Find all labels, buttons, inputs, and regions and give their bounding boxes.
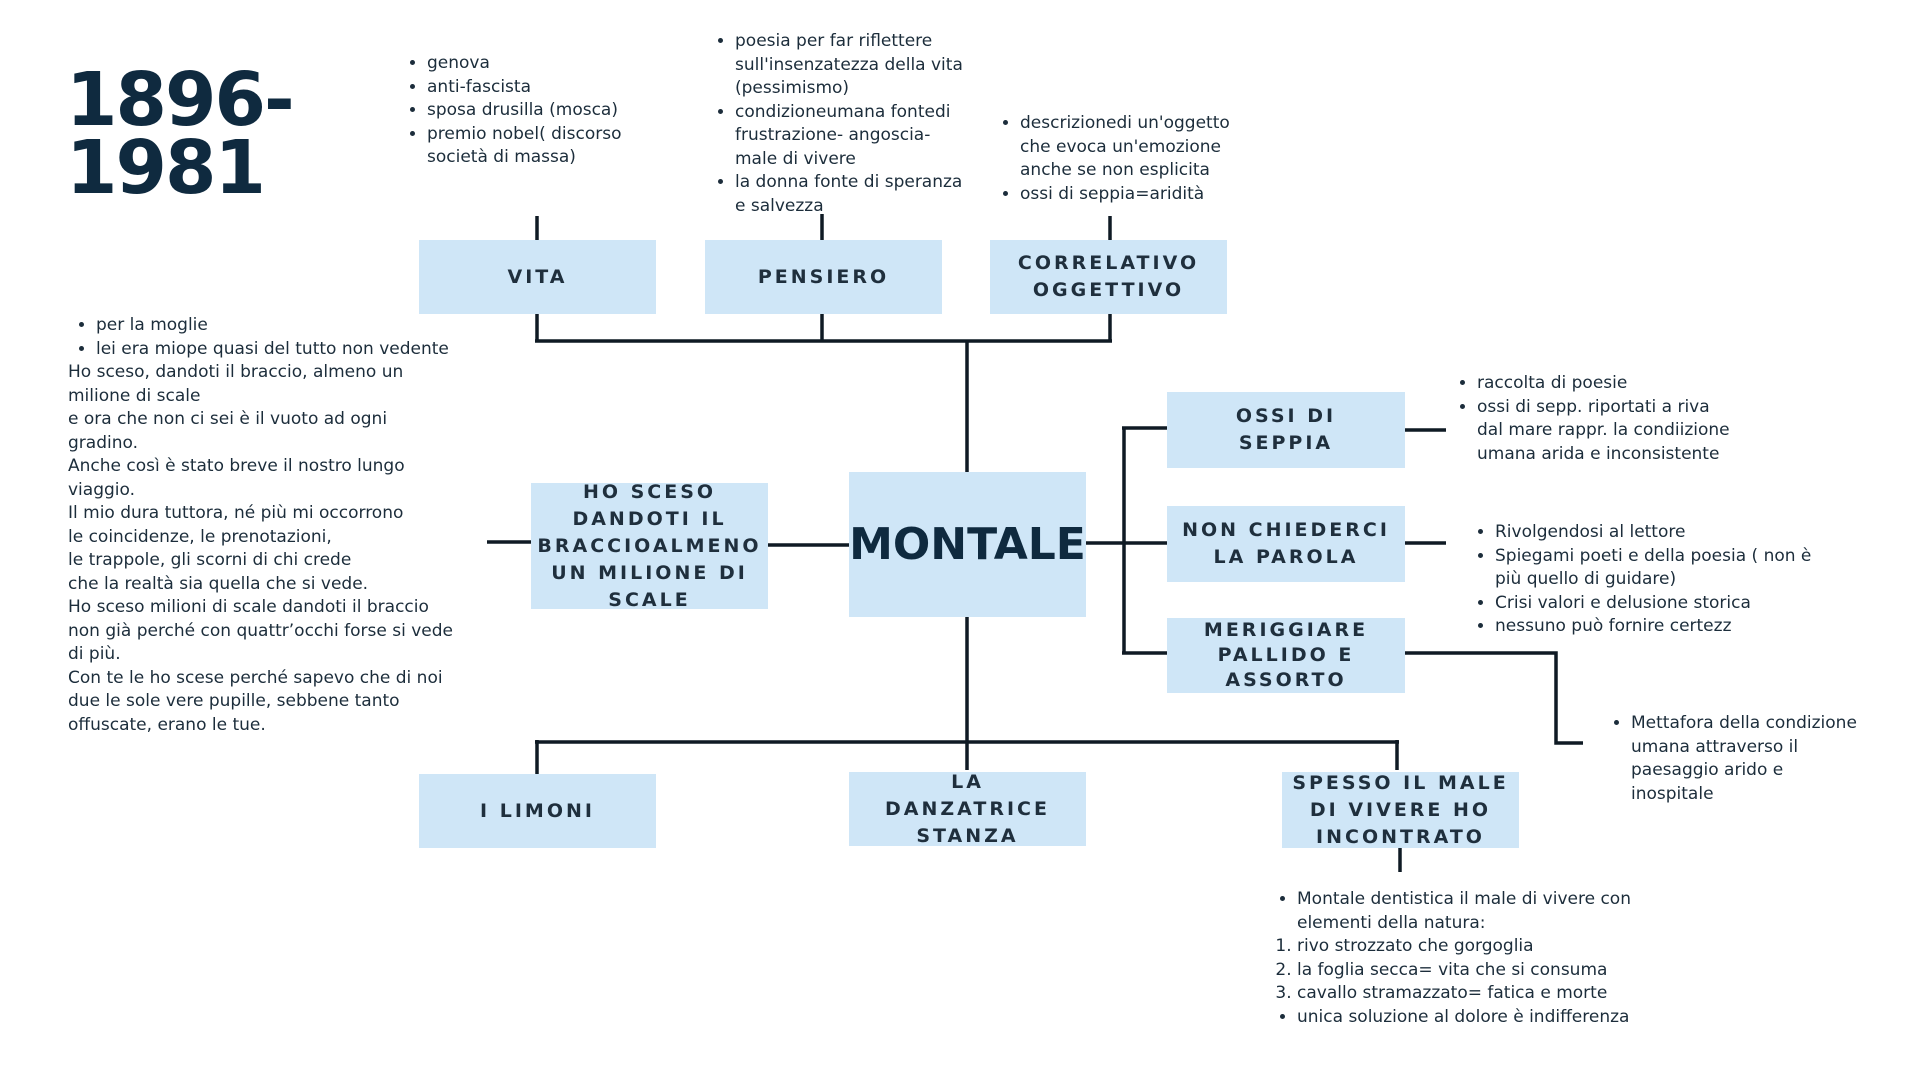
poem-line: le coincidenze, le prenotazioni, [68, 526, 332, 547]
note-item: Montale dentistica il male di vivere con… [1297, 888, 1675, 935]
box-pensiero: PENSIERO [705, 240, 942, 314]
poem-text: per la moglie lei era miope quasi del tu… [68, 314, 463, 737]
note-item: ossi di seppia=aridità [1020, 183, 1248, 207]
note-item: Mettafora della condizione umana attrave… [1631, 712, 1869, 806]
note-item: descrizionedi un'oggetto che evoca un'em… [1020, 112, 1248, 183]
note-item: condizioneumana fontedi frustrazione- an… [735, 101, 975, 172]
note-item: premio nobel( discorso società di massa) [427, 123, 645, 170]
note-item: poesia per far riflettere sull'insenzate… [735, 30, 975, 101]
note-item: Crisi valori e delusione storica [1495, 592, 1833, 616]
notes-vita: genova anti-fascista sposa drusilla (mos… [405, 52, 645, 170]
box-i-limoni: I LIMONI [419, 774, 656, 848]
poem-line: Anche così è stato breve il nostro lungo… [68, 456, 405, 500]
note-item: sposa drusilla (mosca) [427, 99, 645, 123]
poem-line: e ora che non ci sei è il vuoto ad ogni … [68, 409, 388, 453]
note-item: anti-fascista [427, 76, 645, 100]
box-ossi-di-seppia: OSSI DI SEPPIA [1167, 392, 1405, 468]
note-item: unica soluzione al dolore è indifferenza [1297, 1006, 1675, 1030]
poem-line: Con te le ho scese perché sapevo che di … [68, 667, 443, 735]
box-la-danzatrice-stanza: LA DANZATRICE STANZA [849, 771, 1086, 847]
box-ho-sceso: HO SCESO DANDOTI IL BRACCIOALMENO UN MIL… [531, 481, 768, 611]
note-item: Rivolgendosi al lettore [1495, 521, 1833, 545]
poem-bullet: per la moglie [96, 314, 463, 338]
note-item: ossi di sepp. riportati a riva dal mare … [1477, 396, 1735, 467]
year-range: 1896- 1981 [66, 57, 295, 211]
poem-line: Il mio dura tuttora, né più mi occorrono [68, 503, 404, 523]
box-non-chiederci-la-parola: NON CHIEDERCI LA PAROLA [1167, 506, 1405, 582]
notes-ossi-di-seppia: raccolta di poesie ossi di sepp. riporta… [1455, 372, 1735, 466]
poem-line: Ho sceso, dandoti il braccio, almeno un … [68, 362, 404, 406]
note-numbered-item: la foglia secca= vita che si consuma [1297, 959, 1675, 983]
notes-correlativo: descrizionedi un'oggetto che evoca un'em… [998, 112, 1248, 206]
poem-line: che la realtà sia quella che si vede. [68, 573, 369, 594]
box-meriggiare: MERIGGIARE PALLIDO E ASSORTO [1167, 618, 1405, 693]
center-node-montale: MONTALE [849, 472, 1086, 617]
year-end: 1981 [66, 125, 266, 211]
note-numbered-item: cavallo stramazzato= fatica e morte [1297, 982, 1675, 1006]
notes-spesso-il-male: Montale dentistica il male di vivere con… [1275, 888, 1675, 1029]
notes-pensiero: poesia per far riflettere sull'insenzate… [713, 30, 975, 218]
box-correlativo-oggettivo: CORRELATIVO OGGETTIVO [990, 240, 1227, 314]
notes-non-chiederci: Rivolgendosi al lettore Spiegami poeti e… [1473, 521, 1833, 639]
poem-bullet: lei era miope quasi del tutto non vedent… [96, 338, 463, 362]
poem-line: Ho sceso milioni di scale dandoti il bra… [68, 597, 454, 664]
box-vita: VITA [419, 240, 656, 314]
note-item: Spiegami poeti e della poesia ( non è pi… [1495, 545, 1833, 592]
year-start: 1896- [66, 57, 295, 143]
note-item: genova [427, 52, 645, 76]
note-item: la donna fonte di speranza e salvezza [735, 171, 975, 218]
notes-meriggiare: Mettafora della condizione umana attrave… [1609, 712, 1869, 806]
box-spesso-il-male: SPESSO IL MALE DI VIVERE HO INCONTRATO [1282, 772, 1519, 848]
note-item: raccolta di poesie [1477, 372, 1735, 396]
poem-line: le trappole, gli scorni di chi crede [68, 550, 352, 570]
note-numbered-item: rivo strozzato che gorgoglia [1297, 935, 1675, 959]
note-item: nessuno può fornire certezz [1495, 615, 1833, 639]
